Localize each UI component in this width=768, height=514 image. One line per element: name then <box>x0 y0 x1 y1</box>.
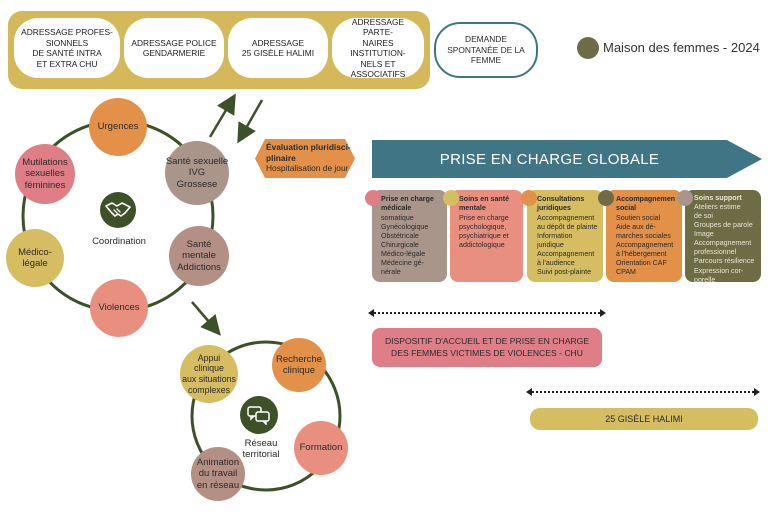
card-title: Accompagnemen social <box>616 195 676 213</box>
node-violences: Violences <box>90 279 148 337</box>
node-animation: Animation du travail en réseau <box>191 447 245 501</box>
arrow-to-reseau <box>191 301 221 336</box>
pill-demande-spontanee: DEMANDE SPONTANÉE DE LA FEMME <box>434 22 538 78</box>
pill-25-gisele-halimi: ADRESSAGE 25 GISÈLE HALIMI <box>228 18 328 78</box>
node-appui-clinique: Appui clinique aux situations complexes <box>180 345 238 403</box>
span-arrow-left <box>526 388 532 396</box>
card-dot <box>598 190 614 206</box>
card-social: Accompagnemen social Soutien social Aide… <box>606 190 682 282</box>
legend-swatch <box>577 37 599 59</box>
span-line-halimi <box>532 391 754 393</box>
card-dot <box>521 190 537 206</box>
prise-en-charge-arrow <box>372 140 762 178</box>
card-dot <box>443 190 459 206</box>
card-body: Soutien social Aide aux dé- marches soci… <box>616 214 674 277</box>
node-formation: Formation <box>294 421 348 475</box>
halimi-box: 25 GISÈLE HALIMI <box>530 408 758 430</box>
arrow-up <box>208 93 236 138</box>
node-urgences: Urgences <box>89 98 147 156</box>
reseau-label: Réseau territorial <box>242 438 280 461</box>
card-body: Ateliers estime de soi Groupes de parole… <box>694 203 755 284</box>
card-dot <box>677 190 693 206</box>
evaluation-title: Évaluation pluridisci- plinaire <box>266 142 351 163</box>
card-body: Prise en charge psychologique, psychiatr… <box>459 214 509 250</box>
legend-label: Maison des femmes - 2024 <box>603 40 760 55</box>
evaluation-text: Évaluation pluridisci- plinaire Hospital… <box>266 142 361 174</box>
evaluation-subtitle: Hospitalisation de jour <box>266 163 349 173</box>
coordination-label: Coordination <box>92 236 146 247</box>
node-sante-sexuelle: Santé sexuelle IVG Grossese <box>165 141 229 205</box>
node-recherche: Recherche clinique <box>272 338 326 392</box>
card-sante-mentale: Soins en santé mentale Prise en charge p… <box>450 190 523 282</box>
card-juridiques: Consultations juridiques Accompagnement … <box>527 190 603 282</box>
card-title: Prise en charge médicale <box>381 195 434 213</box>
card-title: Soins en santé mentale <box>459 195 510 213</box>
card-medicale: Prise en charge médicale somatique Gynéc… <box>372 190 447 282</box>
pill-professionnels-sante: ADRESSAGE PROFES- SIONNELS DE SANTÉ INTR… <box>14 18 120 78</box>
card-body: somatique Gynécologique Obstétricale Chi… <box>381 214 429 277</box>
span-arrow-right <box>600 309 606 317</box>
span-arrow-right <box>754 388 760 396</box>
node-mutilations: Mutilations sexuelles féminines <box>15 144 75 204</box>
referral-banner: ADRESSAGE PROFES- SIONNELS DE SANTÉ INTR… <box>8 11 430 89</box>
card-soins-support: Soins support Ateliers estime de soi Gro… <box>685 190 761 284</box>
prise-en-charge-title: PRISE EN CHARGE GLOBALE <box>439 150 660 168</box>
span-arrow-left <box>368 309 374 317</box>
card-title: Consultations juridiques <box>537 195 585 213</box>
pill-partenaires: ADRESSAGE PARTE- NAIRES INSTITUTION- NEL… <box>332 17 424 79</box>
card-body: Accompagnement au dépôt de plainte Infor… <box>537 214 598 277</box>
pill-police-gendarmerie: ADRESSAGE POLICE GENDARMERIE <box>124 18 224 78</box>
chat-bubbles-icon <box>240 396 278 434</box>
reseau-ring <box>190 340 342 492</box>
handshake-icon <box>100 192 136 228</box>
evaluation-badge <box>255 139 355 178</box>
card-dot <box>365 190 381 206</box>
card-title: Soins support <box>694 194 742 202</box>
span-line-dispositif <box>374 312 600 314</box>
node-sante-mentale: Santé mentale Addictions <box>169 226 229 286</box>
dispositif-box: DISPOSITIF D'ACCUEIL ET DE PRISE EN CHAR… <box>372 328 602 367</box>
arrow-down <box>237 99 264 144</box>
node-medico-legale: Médico- légale <box>6 229 64 287</box>
